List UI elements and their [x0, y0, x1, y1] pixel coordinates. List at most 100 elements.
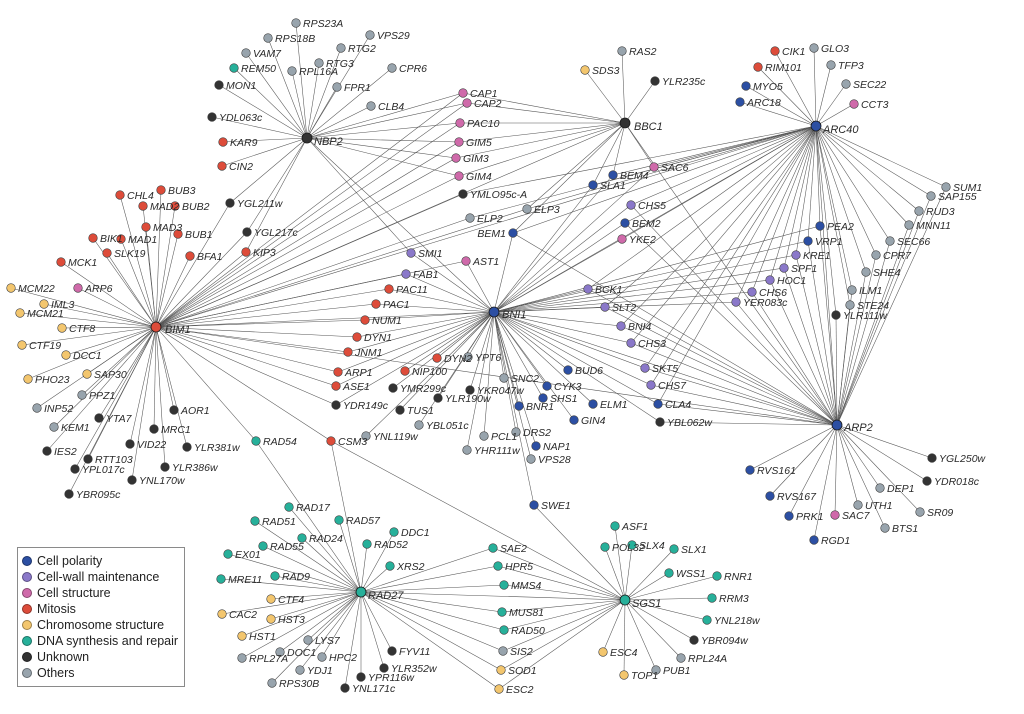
- hub-edge: [155, 311, 495, 328]
- gene-node: [32, 403, 42, 413]
- gene-label: RPL27A: [249, 653, 288, 665]
- gene-label: SAC7: [842, 510, 871, 522]
- gene-node: [82, 369, 92, 379]
- gene-node: [735, 97, 745, 107]
- gene-node: [465, 385, 475, 395]
- edge: [836, 254, 877, 426]
- node-layer: [6, 18, 951, 694]
- edge: [365, 311, 495, 437]
- edge: [657, 125, 817, 405]
- gene-label: INP52: [44, 403, 73, 415]
- gene-label: CSM3: [338, 436, 367, 448]
- gene-node: [580, 65, 590, 75]
- edge: [360, 531, 395, 593]
- gene-node: [266, 614, 276, 624]
- gene-label: GLO3: [821, 43, 849, 55]
- edge: [493, 311, 535, 506]
- gene-node: [169, 405, 179, 415]
- edge: [155, 326, 175, 411]
- gene-node: [432, 353, 442, 363]
- edge: [155, 208, 528, 328]
- gene-label: UTH1: [865, 500, 892, 512]
- gene-node: [70, 464, 80, 474]
- edge: [751, 125, 817, 293]
- gene-node: [770, 46, 780, 56]
- gene-node: [229, 63, 239, 73]
- gene-label: YBR094w: [701, 635, 749, 647]
- gene-label: TOP1: [631, 670, 658, 682]
- edge: [526, 122, 626, 210]
- edge: [404, 311, 495, 372]
- edge: [27, 326, 157, 380]
- gene-label: BEM2: [632, 218, 661, 230]
- edge: [815, 103, 855, 127]
- gene-label: ARC18: [746, 97, 781, 109]
- gene-node: [379, 663, 389, 673]
- edge: [360, 591, 505, 631]
- gene-label: ESC4: [610, 647, 638, 659]
- gene-node: [712, 571, 722, 581]
- edge: [493, 174, 614, 313]
- gene-label: KIP3: [253, 247, 276, 259]
- gene-label: DRS2: [523, 427, 551, 439]
- edge: [493, 184, 594, 313]
- gene-label: SNC2: [511, 373, 539, 385]
- edge: [774, 50, 817, 127]
- gene-label: RIM101: [765, 62, 802, 74]
- edge: [155, 255, 191, 328]
- gene-node: [655, 417, 665, 427]
- gene-node: [332, 82, 342, 92]
- edge: [155, 189, 162, 328]
- edge: [834, 424, 838, 516]
- edge: [624, 548, 675, 601]
- edge: [46, 326, 157, 452]
- edge: [274, 575, 362, 593]
- gene-label: YNL119w: [373, 431, 419, 443]
- gene-node: [291, 18, 301, 28]
- gene-label: GIM5: [466, 137, 492, 149]
- gene-node: [488, 543, 498, 553]
- gene-label: ASE1: [342, 381, 370, 393]
- gene-node: [511, 427, 521, 437]
- gene-node: [49, 422, 59, 432]
- gene-label: PRK1: [796, 511, 823, 523]
- edge: [254, 520, 362, 593]
- gene-label: YPR116w: [368, 672, 415, 684]
- gene-node: [454, 137, 464, 147]
- gene-node: [627, 540, 637, 550]
- gene-label: MRE11: [228, 574, 262, 586]
- edge: [60, 261, 157, 328]
- edge: [469, 125, 817, 219]
- gene-label: SAC6: [661, 162, 689, 174]
- edge: [241, 591, 362, 659]
- edge: [418, 311, 495, 426]
- edge: [306, 62, 320, 139]
- gene-label: DCC1: [73, 350, 102, 362]
- gene-node: [514, 401, 524, 411]
- gene-node: [270, 571, 280, 581]
- gene-node: [669, 544, 679, 554]
- gene-node: [676, 653, 686, 663]
- gene-label: YLR111w: [843, 310, 888, 322]
- gene-label: RVS161: [757, 465, 796, 477]
- edge: [836, 186, 947, 426]
- edge: [360, 547, 494, 593]
- gene-label: RTG2: [348, 43, 376, 55]
- gene-node: [569, 415, 579, 425]
- edge: [623, 599, 626, 676]
- edge: [493, 291, 753, 313]
- edge: [21, 326, 157, 346]
- gene-node: [258, 541, 268, 551]
- edge: [360, 591, 393, 652]
- gene-node: [214, 80, 224, 90]
- edge: [229, 137, 308, 204]
- gene-node: [731, 297, 741, 307]
- gene-label: SR09: [927, 507, 953, 519]
- edge: [19, 312, 157, 328]
- gene-node: [809, 43, 819, 53]
- gene-node: [125, 439, 135, 449]
- gene-node: [303, 635, 313, 645]
- gene-node: [496, 665, 506, 675]
- edge: [321, 591, 362, 658]
- gene-node: [617, 234, 627, 244]
